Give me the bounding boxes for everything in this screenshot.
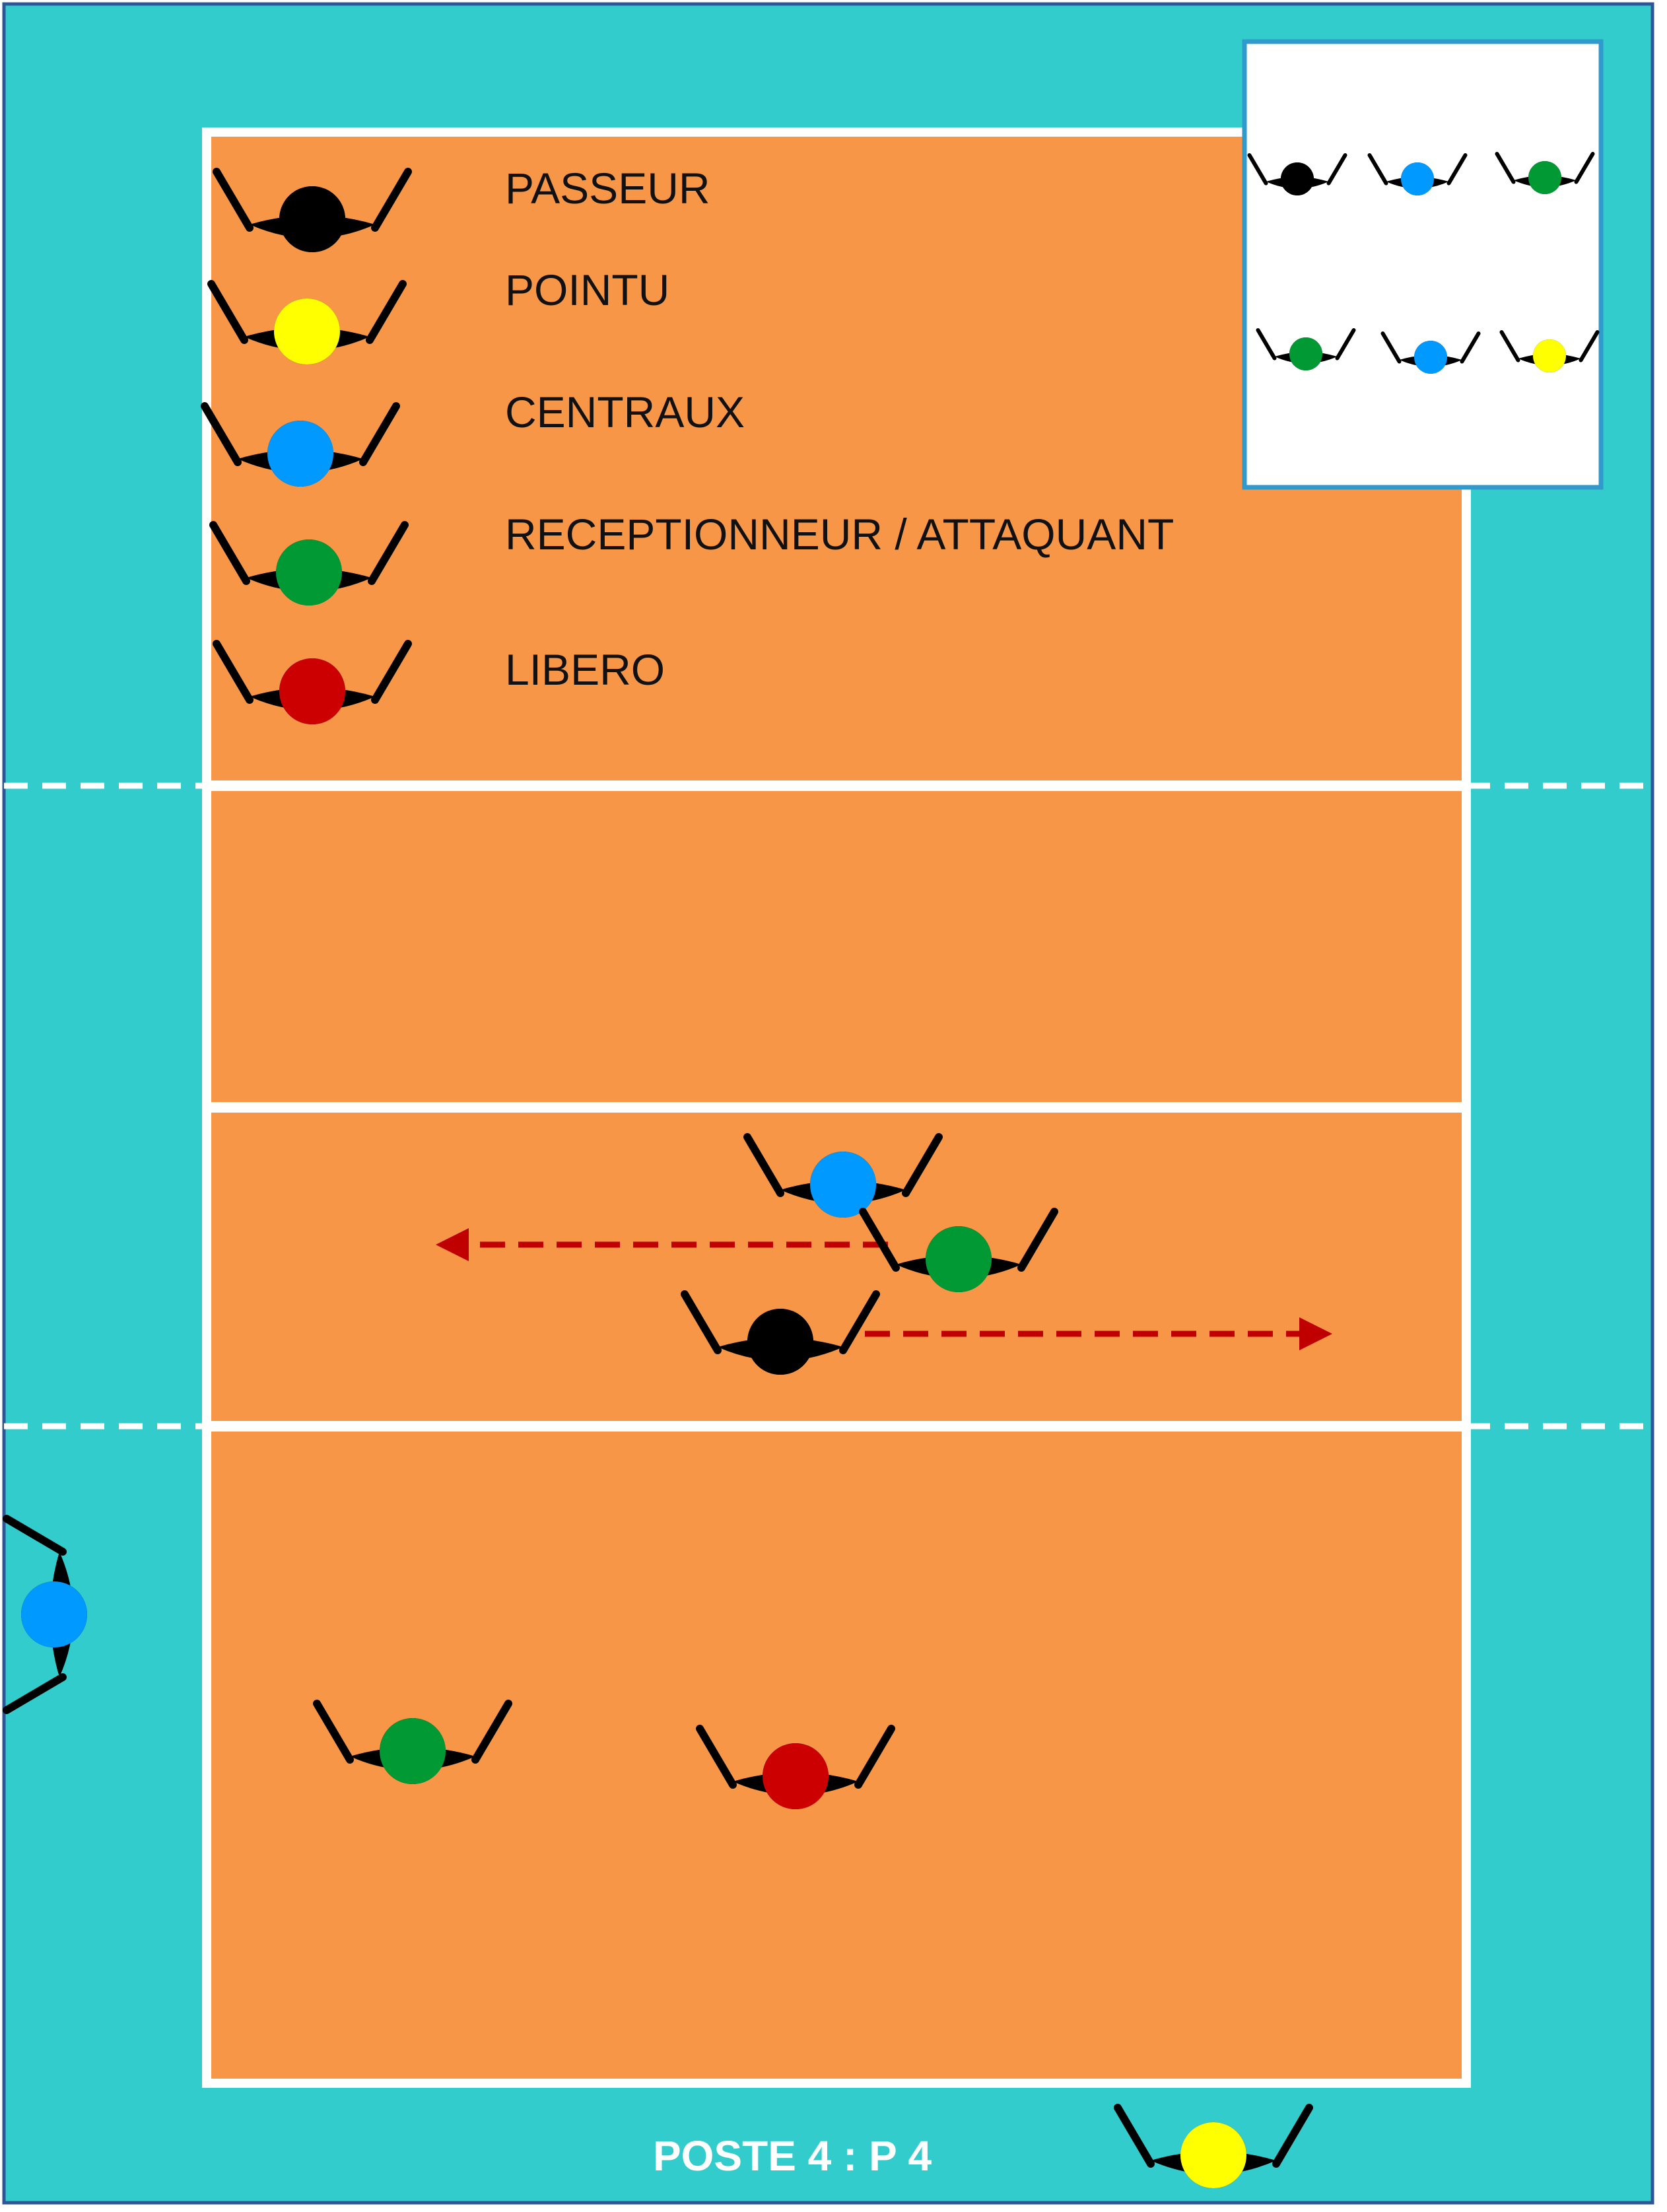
player-head-receptionneur xyxy=(926,1226,992,1292)
rotation-caption: POSTE 4 : P 4 xyxy=(653,2132,932,2180)
player-head-passeur xyxy=(747,1309,813,1375)
player-head-pointu xyxy=(1533,339,1566,372)
player-head-receptionneur xyxy=(276,539,342,605)
legend-label-libero: LIBERO xyxy=(505,645,665,694)
player-head-centraux xyxy=(1401,162,1434,195)
legend-item-pointu: POINTU xyxy=(211,265,669,364)
player-head-receptionneur xyxy=(380,1718,446,1784)
player-head-passeur xyxy=(279,186,345,252)
player-head-passeur xyxy=(1281,162,1314,195)
player-head-centraux xyxy=(810,1152,876,1218)
legend: PASSEUR POINTU CENTRAUX RECEPTIONNEUR / … xyxy=(205,164,1174,724)
legend-item-libero: LIBERO xyxy=(217,644,665,724)
player-head-pointu xyxy=(1180,2122,1246,2188)
legend-item-receptionneur: RECEPTIONNEUR / ATTAQUANT xyxy=(213,510,1174,605)
player-head-pointu xyxy=(274,298,340,364)
rotation-inset-box xyxy=(1242,39,1604,490)
legend-item-centraux: CENTRAUX xyxy=(205,388,745,487)
rotation-inset xyxy=(1242,39,1604,490)
movement-arrows xyxy=(436,1228,1332,1350)
player-head-receptionneur xyxy=(1528,161,1561,194)
player-head-centraux xyxy=(1414,341,1447,374)
player-head-receptionneur xyxy=(1289,337,1322,370)
legend-label-receptionneur: RECEPTIONNEUR / ATTAQUANT xyxy=(505,510,1174,559)
player-head-centraux xyxy=(267,421,333,487)
legend-label-pointu: POINTU xyxy=(505,265,669,314)
arrow-right-head xyxy=(1299,1317,1332,1350)
legend-item-passeur: PASSEUR xyxy=(217,164,710,252)
player-head-libero xyxy=(279,658,345,724)
court-players xyxy=(317,1137,1054,1809)
legend-label-centraux: CENTRAUX xyxy=(505,388,745,436)
player-head-centraux xyxy=(21,1581,87,1647)
off-court-players xyxy=(7,1519,1309,2188)
player-head-libero xyxy=(763,1743,829,1809)
legend-label-passeur: PASSEUR xyxy=(505,164,710,213)
arrow-left-head xyxy=(436,1228,469,1261)
